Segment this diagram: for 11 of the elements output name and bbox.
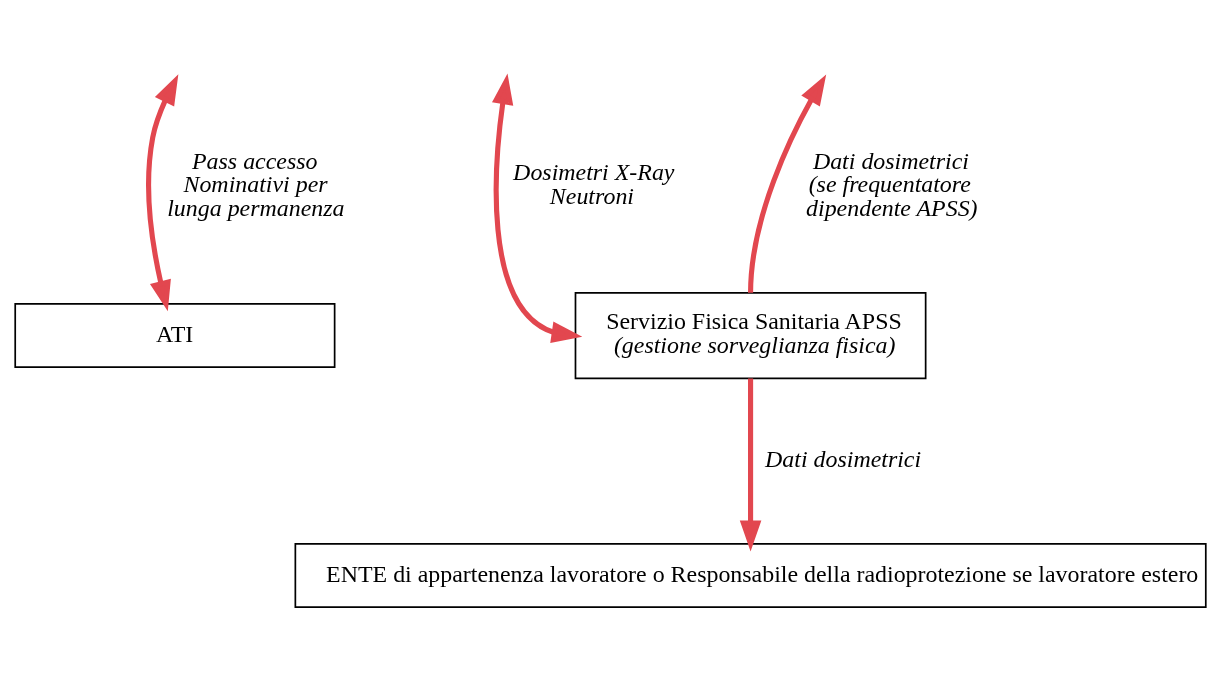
node-box: Servizio Fisica Sanitaria APSS (gestione sorveglianza fisica): [574, 292, 927, 380]
edge-label: Pass accesso Nominativi per lunga permanenza: [167, 147, 345, 222]
edge-label: Dati dosimetrici: [765, 445, 922, 472]
arrow: [748, 74, 827, 293]
edge-label: Dati dosimetrici (se frequentatore dipendente APSS): [806, 147, 978, 222]
edge-label: Dosimetri X-Ray Neutroni: [513, 159, 675, 210]
arrow: [739, 378, 762, 552]
arrow: [146, 74, 179, 312]
arrow: [491, 73, 583, 343]
node-box: ENTE di appartenenza lavoratore o Responsabile della radioprotezione se lavoratore estero: [294, 543, 1207, 609]
node-box: ATI: [14, 303, 336, 369]
